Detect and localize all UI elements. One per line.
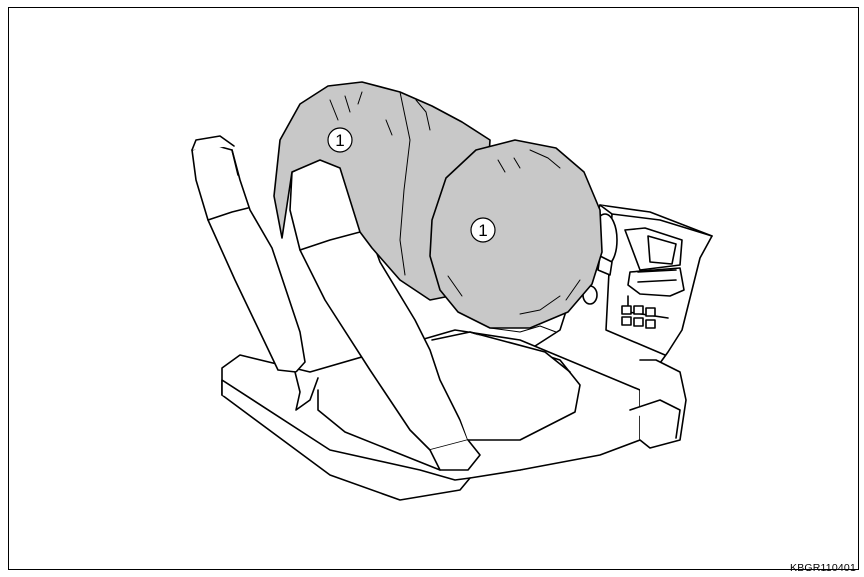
callout-1-passenger: [470, 217, 496, 243]
front-passenger-airbag: [429, 139, 603, 333]
switch-panel: [621, 305, 656, 329]
callout-label-driver: 1: [335, 131, 344, 150]
driver-seat: [191, 135, 319, 411]
callout-1-driver: [327, 127, 353, 153]
passenger-seat: [289, 155, 581, 471]
image-code: KBGR110401: [789, 562, 856, 574]
callout-label-passenger: 1: [478, 221, 487, 240]
